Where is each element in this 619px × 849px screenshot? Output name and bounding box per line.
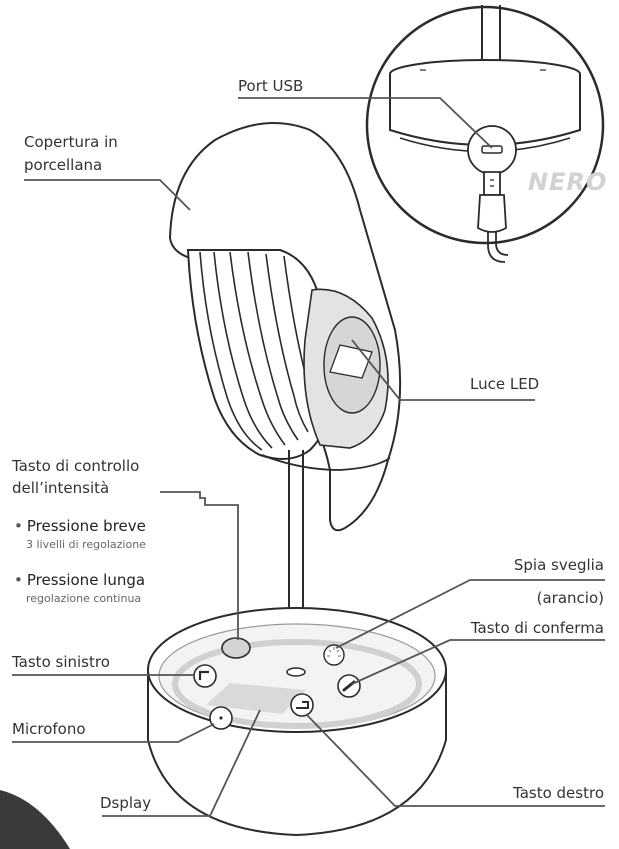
label-luce-led: Luce LED (470, 374, 539, 394)
brand-logo: NERO (528, 168, 607, 196)
label-tasto-intensita-line2: dell’intensità (12, 478, 109, 498)
label-copertura-line1: Copertura in (24, 132, 118, 152)
label-spia-sveglia: Spia sveglia (484, 555, 604, 575)
press-mode-long-title: •Pressione lunga (14, 570, 145, 590)
corner-decoration (0, 790, 70, 849)
usb-inset (367, 5, 603, 262)
lamp-head (170, 123, 400, 530)
label-tasto-intensita-line1: Tasto di controllo (12, 456, 139, 476)
label-display: Dsplay (100, 793, 151, 813)
lamp-base (148, 608, 446, 835)
press-mode-long-desc: regolazione continua (26, 592, 141, 606)
press-mode-short-title: •Pressione breve (14, 516, 146, 536)
label-tasto-conferma: Tasto di conferma (420, 618, 604, 638)
press-mode-short-desc: 3 livelli di regolazione (26, 538, 146, 552)
label-spia-arancio: (arancio) (484, 588, 604, 608)
label-port-usb: Port USB (238, 76, 303, 96)
label-tasto-destro: Tasto destro (464, 783, 604, 803)
label-microfono: Microfono (12, 719, 86, 739)
label-copertura-line2: porcellana (24, 155, 102, 175)
label-tasto-sinistro: Tasto sinistro (12, 652, 110, 672)
